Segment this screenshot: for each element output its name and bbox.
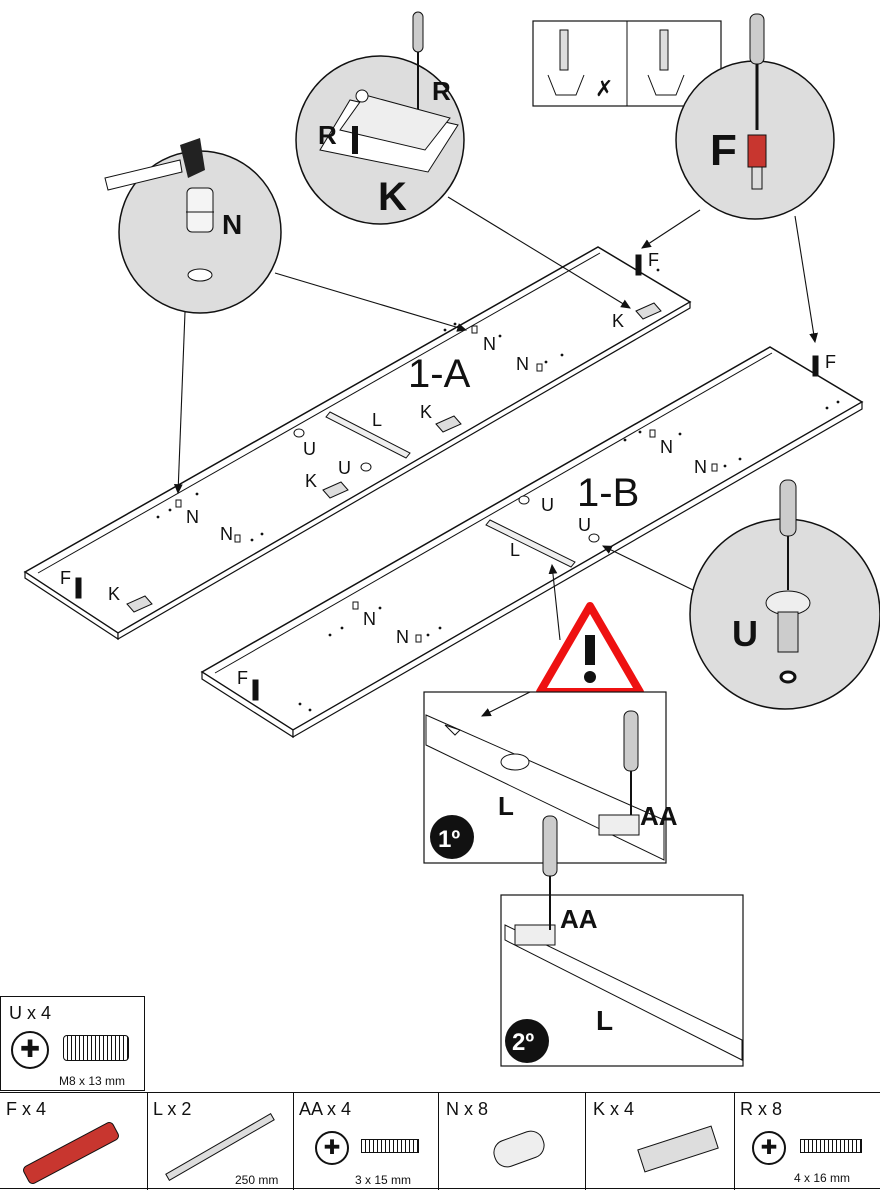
hole-dots [156,268,840,712]
callout-f-label: F [710,126,737,175]
cam-screw-icon: ✚ [11,1031,49,1069]
marker-n: N [516,354,529,374]
part-r-qty: R x 8 [740,1099,783,1119]
part-aa-qty: AA x 4 [299,1099,352,1119]
marker-labels: N N N N N N N N K K K K F F F F U U U U … [60,250,836,688]
callout-f: ✗ ✓ F [532,13,835,220]
marker-k: K [612,311,624,331]
marker-l: L [510,540,520,560]
part-k: K x 4 [585,1093,735,1190]
marker-u: U [303,439,316,459]
marker-n: N [694,457,707,477]
wrong-icon: ✗ [595,76,613,101]
callout-u: U [689,479,880,710]
marker-f: F [648,250,659,270]
marker-k: K [108,584,120,604]
callout-n: N [104,138,282,314]
step2-box: 2º AA L [500,815,744,1067]
phillips-screw-icon: ✚ [315,1131,349,1165]
part-u-box: U x 4 ✚ M8 x 13 mm [0,996,145,1091]
part-n-qty: N x 8 [446,1099,489,1119]
part-u-size: M8 x 13 mm [59,1074,126,1088]
callout-k-r2: R [318,120,337,150]
marker-l: L [372,410,382,430]
part-f: F x 4 [0,1093,148,1190]
step2-aa: AA [560,904,598,934]
step2-badge: 2º [512,1029,534,1056]
step2-l: L [596,1005,613,1036]
marker-u: U [578,515,591,535]
leader-lines [173,196,818,717]
panel-1b [200,346,864,739]
marker-n: N [483,334,496,354]
part-k-qty: K x 4 [593,1099,635,1119]
callout-u-label: U [732,613,758,654]
callout-k: R R K [295,11,465,225]
panel-1a-label: 1-A [408,352,471,396]
callout-k-label: K [378,175,407,219]
callout-k-r1: R [432,76,451,106]
dowel-pin-icon [489,1126,549,1172]
marker-n: N [186,507,199,527]
marker-f: F [60,568,71,588]
part-aa-size: 3 x 15 mm [355,1173,412,1187]
marker-f: F [825,352,836,372]
panel-fittings [75,254,819,701]
bracket-icon [637,1125,719,1173]
marker-k: K [420,402,432,422]
callout-n-label: N [222,209,242,240]
part-r-size: 4 x 16 mm [794,1171,851,1185]
marker-k: K [305,471,317,491]
panel-1a [23,246,692,641]
marker-n: N [660,437,673,457]
marker-u: U [541,495,554,515]
marker-f: F [237,668,248,688]
step1-badge: 1º [438,826,460,853]
phillips-screw-icon: ✚ [752,1131,786,1165]
marker-n: N [396,627,409,647]
cam-bolt-icon [21,1120,121,1186]
part-r: R x 8 ✚ 4 x 16 mm [734,1093,880,1190]
parts-list: F x 4 L x 2 250 mm AA x 4 ✚ 3 x 15 mm N … [0,1092,880,1190]
marker-n: N [220,524,233,544]
marker-u: U [338,458,351,478]
part-l-size: 250 mm [235,1173,279,1187]
part-aa: AA x 4 ✚ 3 x 15 mm [293,1093,439,1190]
warning-icon [536,602,644,696]
step1-aa: AA [640,801,678,831]
part-u-qty: U x 4 [9,1003,52,1023]
marker-n: N [363,609,376,629]
part-l: L x 2 250 mm [147,1093,294,1190]
drawer-rail-icon [165,1113,275,1181]
part-l-qty: L x 2 [153,1099,192,1119]
step1-l: L [498,791,514,821]
part-f-qty: F x 4 [6,1099,47,1119]
part-n: N x 8 [438,1093,586,1190]
k-brackets [126,302,662,613]
panel-1b-label: 1-B [577,471,639,515]
